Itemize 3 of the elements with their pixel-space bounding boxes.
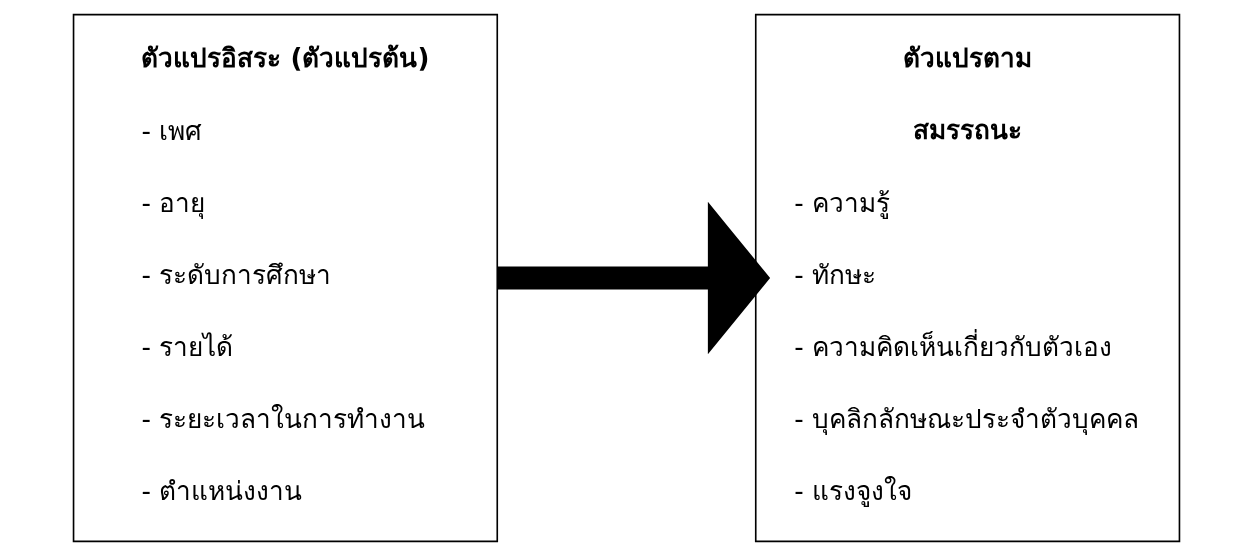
arrow [497, 201, 771, 355]
node-box: ตัวแปรอิสระ (ตัวแปรต้น) - เพศ - อายุ - ระดับการศึกษา - รายได้ - ระยะเวลาในการทำงาน - ตำแหน่งงาน [72, 13, 499, 543]
node-box: ตัวแปรตาม สมรรถนะ - ความรู้ - ทักษะ - ความคิดเห็นเกี่ยวกับตัวเอง - บุคลิกลักษณะประจำตัวบุคคล - แรงจูงใจ [754, 13, 1181, 543]
